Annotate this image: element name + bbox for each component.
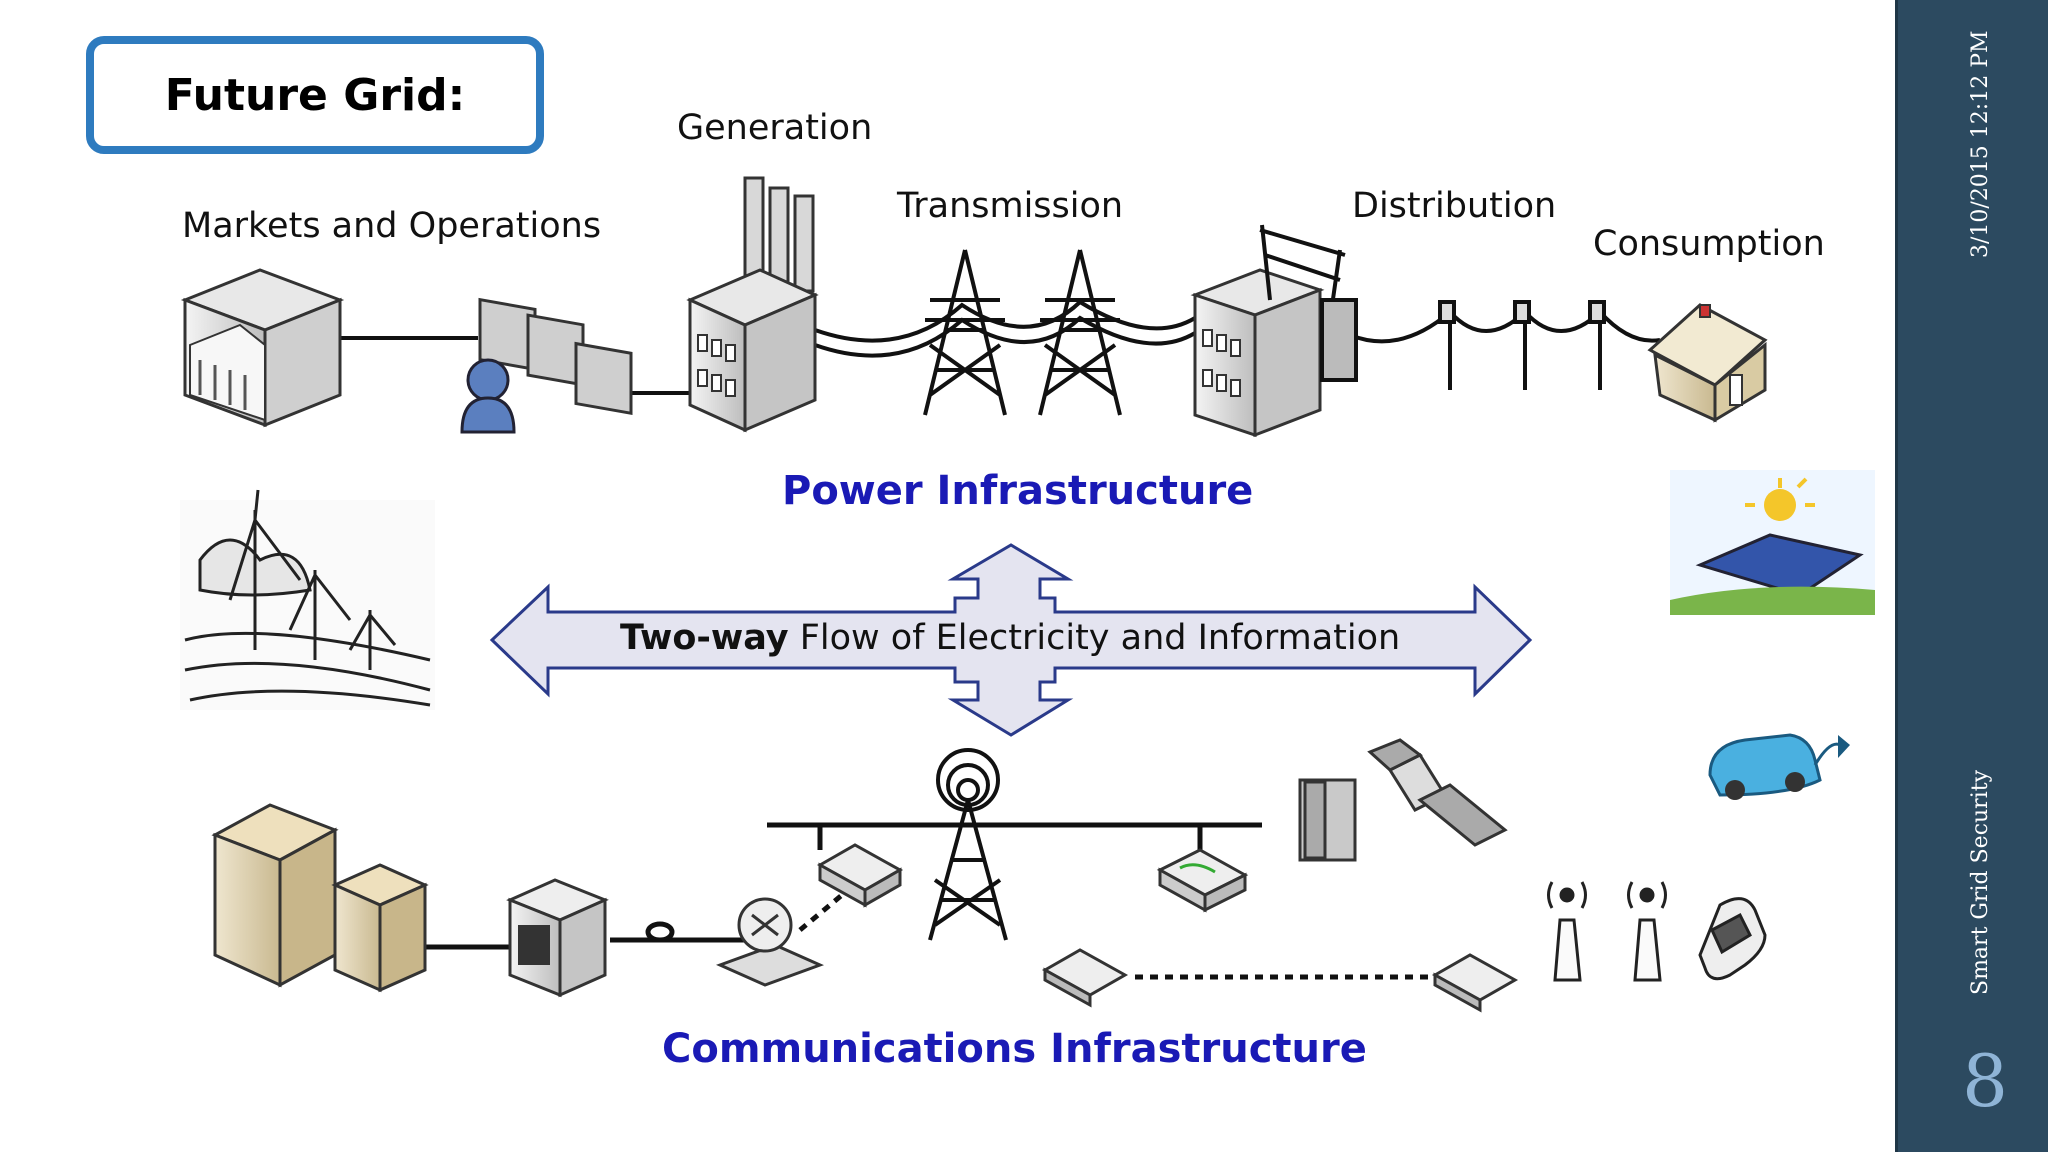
two-way-bold: Two-way: [620, 618, 789, 658]
router-icons: [816, 843, 1249, 913]
title-box: Future Grid:: [86, 36, 544, 154]
slide-date: 3/10/2015 12:12 PM: [1968, 30, 1993, 258]
flow-text: Flow of Electricity and Information: [788, 618, 1401, 658]
satellite-dish-icon: [715, 897, 825, 987]
slide-title: Future Grid:: [164, 69, 466, 121]
generation-label: Generation: [677, 108, 873, 148]
solar-panel-icon: [1670, 470, 1875, 615]
consumption-label: Consumption: [1593, 224, 1825, 264]
wind-turbines-icon: [180, 489, 435, 710]
radio-tower-icon: [928, 748, 1008, 941]
server-rack-icon: [211, 803, 429, 993]
electric-car-icon: [1708, 733, 1850, 800]
satellite-icon: [1298, 738, 1508, 862]
house-icon: [1647, 303, 1768, 423]
power-infrastructure-label: Power Infrastructure: [782, 468, 1254, 514]
communications-infrastructure-label: Communications Infrastructure: [662, 1026, 1367, 1072]
slide-sidebar: [1898, 0, 2048, 1152]
modem-icons: [1041, 948, 1519, 1013]
sidebar-edge: [1895, 0, 1898, 1152]
power-plant-icon: [686, 176, 819, 433]
transmission-label: Transmission: [897, 186, 1124, 226]
page-number: 8: [1962, 1039, 2008, 1123]
wireless-antenna-icons: [1547, 881, 1667, 982]
network-switch-icon: [506, 878, 609, 998]
markets-building-icon: [180, 268, 345, 428]
distribution-poles-icon: [1438, 300, 1606, 390]
operator-workstation-icon: [460, 297, 633, 434]
substation-icon: [1190, 224, 1358, 438]
distribution-label: Distribution: [1352, 186, 1557, 226]
slide-footer: Smart Grid Security: [1968, 769, 1993, 995]
markets-operations-label: Markets and Operations: [182, 206, 602, 246]
two-way-flow-arrow: [489, 543, 1533, 737]
two-way-flow-label: Two-way Flow of Electricity and Informat…: [620, 618, 1400, 658]
future-grid-diagram: [180, 176, 1875, 1013]
transmission-towers-icon: [923, 249, 1122, 416]
mobile-phone-icon: [1698, 897, 1767, 981]
